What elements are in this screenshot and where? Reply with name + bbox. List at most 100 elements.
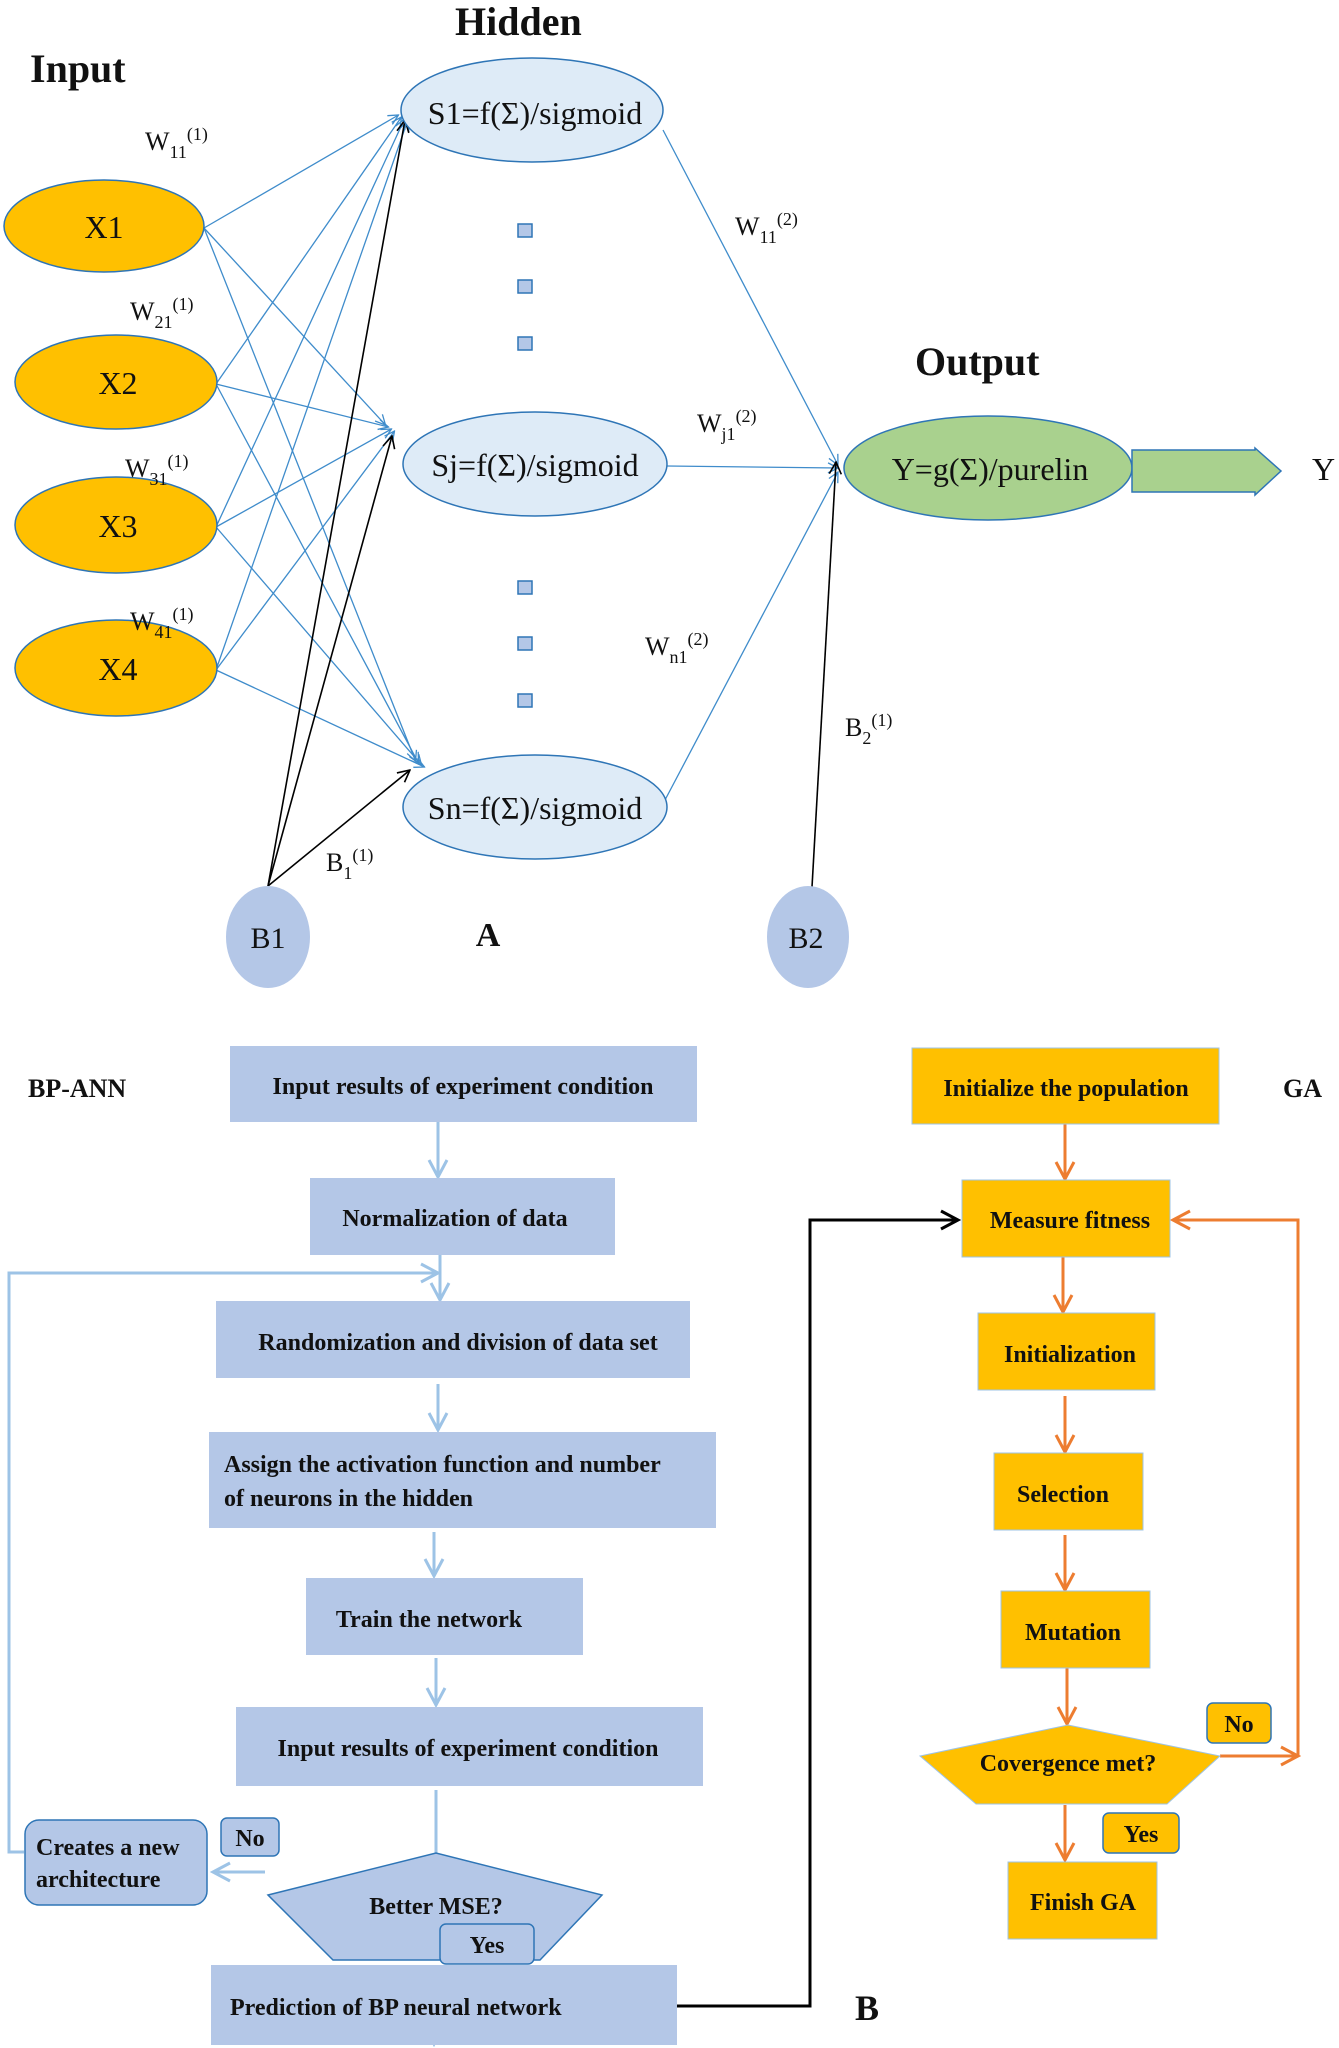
output-node-label: Y=g(Σ)/purelin xyxy=(892,451,1089,487)
output-node: Y=g(Σ)/purelin xyxy=(843,415,1133,521)
bias-b1-link xyxy=(267,436,392,887)
step-label: Input results of experiment condition xyxy=(278,1736,659,1762)
ga-step-2: Measure fitness xyxy=(961,1179,1171,1258)
bias-node-label: B2 xyxy=(788,922,823,955)
bpann-decision: Better MSE? xyxy=(266,1852,604,1961)
ga-decision: Covergence met? xyxy=(918,1724,1222,1805)
input-node-label: X1 xyxy=(84,209,123,245)
input-hidden-link xyxy=(203,115,399,229)
bias-b2-link xyxy=(811,462,836,888)
bpann-no-branch-box: Creates a new architecture xyxy=(24,1819,208,1906)
decision-label: Covergence met? xyxy=(980,1751,1157,1777)
input-hidden-link xyxy=(215,429,392,528)
weight-label-w11-1: W11(1) xyxy=(145,124,208,162)
input-hidden-link xyxy=(215,431,395,671)
hidden-node-label: Sn=f(Σ)/sigmoid xyxy=(428,790,642,826)
input-node-label: X4 xyxy=(98,651,137,687)
ga-step-3: Initialization xyxy=(977,1312,1156,1391)
step-label: Measure fitness xyxy=(990,1208,1150,1234)
input-node-label: X3 xyxy=(98,508,137,544)
bpann-step-1: Input results of experiment condition xyxy=(230,1046,697,1122)
hidden-node-sj: Sj=f(Σ)/sigmoid xyxy=(402,411,668,517)
ga-yes-tag: Yes xyxy=(1102,1812,1180,1854)
output-arrow-icon xyxy=(1131,446,1283,497)
ga-title: GA xyxy=(1283,1074,1322,1103)
input-node-x2: X2 xyxy=(14,334,218,430)
hidden-output-link xyxy=(666,466,838,468)
weight-label-w31-1: W31(1) xyxy=(125,451,189,489)
step-label: Creates a new xyxy=(36,1835,180,1861)
bpann-yes-tag: Yes xyxy=(439,1923,535,1965)
input-hidden-link xyxy=(215,526,422,765)
bias-b1-link xyxy=(267,770,410,887)
input-hidden-link xyxy=(215,121,408,671)
step-label: Initialize the population xyxy=(943,1076,1188,1102)
ga-arrows xyxy=(1063,1124,1298,1860)
hidden-output-link xyxy=(664,472,838,801)
step-label: Train the network xyxy=(336,1607,523,1633)
bpann-step-2: Normalization of data xyxy=(310,1178,615,1255)
step-label: Initialization xyxy=(1004,1342,1136,1368)
step-label: Selection xyxy=(1017,1482,1109,1508)
tag-label: No xyxy=(1224,1712,1253,1738)
input-node-x3: X3 xyxy=(14,476,218,574)
input-node-x4: X4 xyxy=(14,619,218,717)
weight-label-w41-1: W41(1) xyxy=(130,604,194,642)
input-hidden-link xyxy=(203,227,416,761)
input-hidden-link xyxy=(215,383,389,427)
step-label: Randomization and division of data set xyxy=(258,1330,657,1356)
bias-node-label: B1 xyxy=(250,922,285,955)
step-label: Assign the activation function and numbe… xyxy=(224,1452,661,1478)
hidden-ellipsis-lower xyxy=(517,580,533,708)
input-hidden-link xyxy=(203,227,386,425)
hidden-heading: Hidden xyxy=(455,0,582,44)
hidden-node-label: Sj=f(Σ)/sigmoid xyxy=(431,447,638,483)
input-node-x1: X1 xyxy=(3,179,205,273)
step-label: architecture xyxy=(36,1867,161,1893)
bias-node-b1: B1 xyxy=(226,886,310,988)
tag-label: Yes xyxy=(1124,1822,1159,1848)
hidden-output-link xyxy=(662,129,838,465)
tag-label: No xyxy=(235,1826,264,1852)
ga-step-4: Selection xyxy=(993,1452,1144,1531)
decision-label: Better MSE? xyxy=(369,1894,503,1920)
bpann-final: Prediction of BP neural network xyxy=(211,1965,677,2045)
step-label: Finish GA xyxy=(1030,1890,1137,1916)
output-y-label: Y xyxy=(1312,451,1335,487)
bpann-step-5: Train the network xyxy=(306,1578,583,1655)
bias-node-b2: B2 xyxy=(767,886,849,988)
tag-label: Yes xyxy=(470,1933,505,1959)
ga-final: Finish GA xyxy=(1007,1861,1158,1940)
input-hidden-link xyxy=(215,119,405,528)
weight-label-w11-2: W11(2) xyxy=(735,209,798,247)
hidden-node-s1: S1=f(Σ)/sigmoid xyxy=(400,57,664,163)
hidden-node-label: S1=f(Σ)/sigmoid xyxy=(428,95,642,131)
step-label: Mutation xyxy=(1025,1620,1121,1646)
step-label: of neurons in the hidden xyxy=(224,1486,473,1512)
weight-label-wn1-2: Wn1(2) xyxy=(645,629,709,667)
panel-b-label: B xyxy=(855,1988,879,2028)
bpann-step-3: Randomization and division of data set xyxy=(216,1301,690,1378)
panel-a-label: A xyxy=(476,917,501,954)
bpann-step-4: Assign the activation function and numbe… xyxy=(209,1432,716,1528)
bpann-title: BP-ANN xyxy=(28,1074,126,1103)
bpann-arrows xyxy=(7,1121,440,2044)
bp-to-ga-connector xyxy=(677,1220,958,2008)
input-hidden-link xyxy=(215,669,425,767)
bias-b1-link xyxy=(267,120,405,887)
input-heading: Input xyxy=(30,46,126,91)
step-label: Normalization of data xyxy=(342,1206,567,1232)
weight-label-w21-1: W21(1) xyxy=(130,294,194,332)
connection-lines xyxy=(203,115,838,888)
ga-no-tag: No xyxy=(1206,1702,1272,1744)
bias-label-b1: B1(1) xyxy=(326,845,373,883)
hidden-ellipsis-upper xyxy=(517,223,533,351)
weight-label-wj1-2: Wj1(2) xyxy=(697,406,757,444)
input-node-label: X2 xyxy=(98,365,137,401)
ga-step-1: Initialize the population xyxy=(911,1047,1220,1125)
hidden-node-sn: Sn=f(Σ)/sigmoid xyxy=(402,754,668,860)
input-hidden-link xyxy=(215,117,402,385)
step-label: Prediction of BP neural network xyxy=(230,1995,562,2021)
output-heading: Output xyxy=(915,339,1040,384)
